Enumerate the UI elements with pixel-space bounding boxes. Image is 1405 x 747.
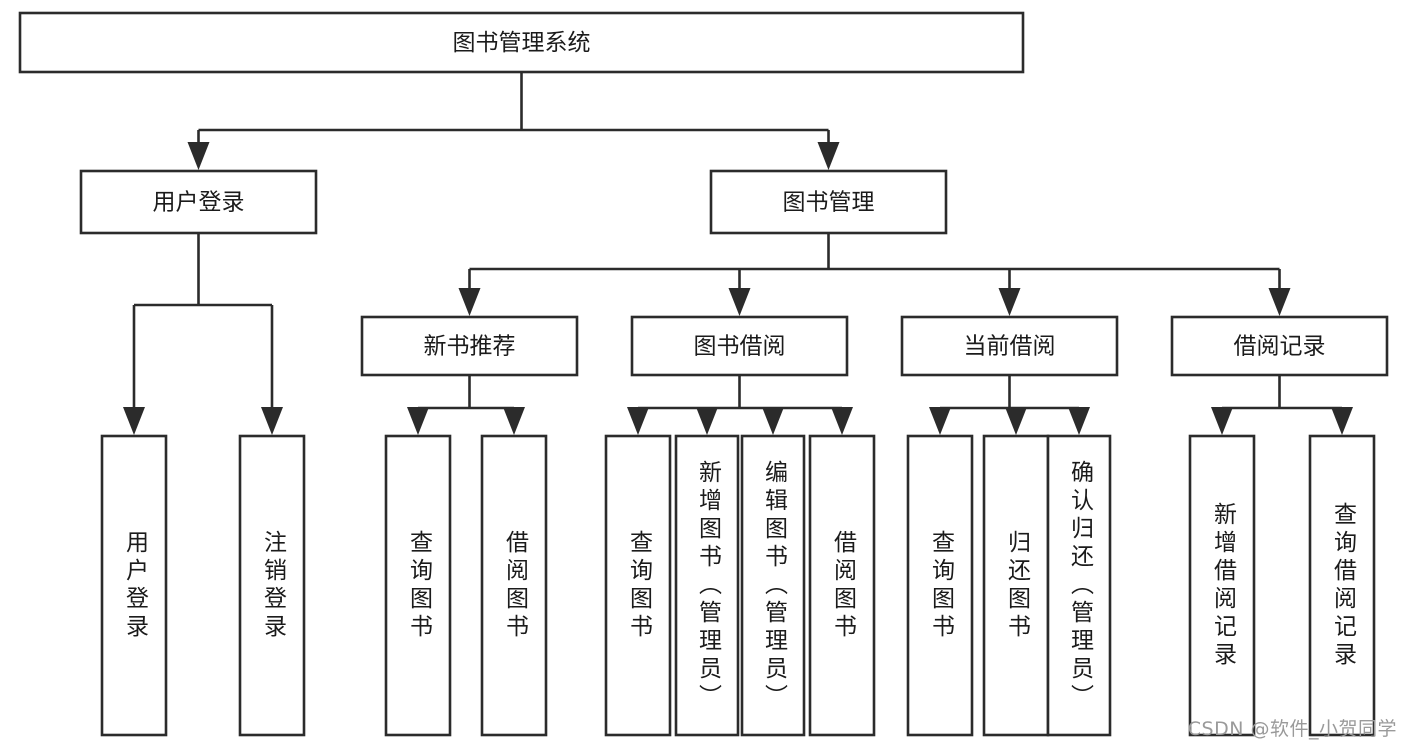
node-label-wrapper: 编辑图书（管理员）: [742, 436, 804, 735]
node-label: 查询借阅记录: [1329, 501, 1356, 670]
node-label: 查询图书: [405, 529, 432, 642]
node-box: [982, 434, 1050, 737]
node-box: [630, 315, 849, 377]
node-box: [238, 434, 306, 737]
node-box: [808, 434, 876, 737]
node-label-vertical: 查询图书: [386, 436, 450, 735]
node-label: 查询图书: [927, 529, 954, 642]
node-box: [1308, 434, 1376, 737]
node-box: [79, 169, 318, 235]
node-leaf-query-book-1[interactable]: 查询图书: [384, 434, 452, 737]
node-label-vertical: 编辑图书（管理员）: [742, 436, 804, 735]
node-label: 归还图书: [1003, 529, 1030, 642]
node-box: [740, 434, 806, 737]
connector-layer: [123, 72, 1353, 435]
node-label-wrapper: 查询图书: [908, 436, 972, 735]
node-box: [100, 434, 168, 737]
node-box: [900, 315, 1119, 377]
node-label-vertical: 查询图书: [606, 436, 670, 735]
node-label: 图书借阅: [694, 334, 786, 360]
node-label-vertical: 借阅图书: [482, 436, 546, 735]
node-label-vertical: 新增借阅记录: [1190, 436, 1254, 735]
node-box: [674, 434, 740, 737]
node-label: 借阅记录: [1234, 334, 1326, 360]
node-leaf-query-book-3[interactable]: 查询图书: [906, 434, 974, 737]
node-leaf-user-login[interactable]: 用户登录: [100, 434, 168, 737]
node-label-wrapper: 归还图书: [984, 436, 1048, 735]
node-leaf-borrow-book-1[interactable]: 借阅图书: [480, 434, 548, 737]
node-label-vertical: 用户登录: [102, 436, 166, 735]
node-box: [1170, 315, 1389, 377]
node-label-vertical: 新增图书（管理员）: [676, 436, 738, 735]
node-leaf-query-book-2[interactable]: 查询图书: [604, 434, 672, 737]
node-leaf-add-book[interactable]: 新增图书（管理员）: [674, 434, 740, 737]
node-box: [906, 434, 974, 737]
node-box: [360, 315, 579, 377]
node-label-wrapper: 查询借阅记录: [1310, 436, 1374, 735]
node-label: 编辑图书（管理员）: [760, 459, 787, 712]
node-box: [709, 169, 948, 235]
node-book-manage[interactable]: 图书管理: [709, 169, 948, 235]
node-leaf-confirm-return[interactable]: 确认归还（管理员）: [1046, 434, 1112, 737]
node-label-vertical: 查询图书: [908, 436, 972, 735]
node-box: [1188, 434, 1256, 737]
node-label-wrapper: 查询图书: [386, 436, 450, 735]
node-label-vertical: 确认归还（管理员）: [1048, 436, 1110, 735]
node-label: 注销登录: [259, 529, 286, 642]
node-label-wrapper: 新增借阅记录: [1190, 436, 1254, 735]
node-root[interactable]: 图书管理系统: [18, 11, 1025, 74]
node-label-wrapper: 借阅图书: [810, 436, 874, 735]
node-label: 查询图书: [625, 529, 652, 642]
node-label-wrapper: 注销登录: [240, 436, 304, 735]
node-new-book-rec[interactable]: 新书推荐: [360, 315, 579, 377]
node-label: 当前借阅: [964, 334, 1056, 360]
node-label: 借阅图书: [829, 529, 856, 642]
node-box: [480, 434, 548, 737]
node-label: 新增图书（管理员）: [694, 459, 721, 712]
node-label: 图书管理: [783, 190, 875, 216]
node-current-borrow[interactable]: 当前借阅: [900, 315, 1119, 377]
node-label: 新书推荐: [424, 334, 516, 360]
node-label-vertical: 注销登录: [240, 436, 304, 735]
node-label: 用户登录: [153, 190, 245, 216]
node-leaf-user-logout[interactable]: 注销登录: [238, 434, 306, 737]
node-box: [18, 11, 1025, 74]
node-label: 用户登录: [121, 529, 148, 642]
node-label-wrapper: 确认归还（管理员）: [1048, 436, 1110, 735]
node-box: [1046, 434, 1112, 737]
node-label-wrapper: 查询图书: [606, 436, 670, 735]
node-label: 确认归还（管理员）: [1066, 459, 1093, 712]
node-user-login[interactable]: 用户登录: [79, 169, 318, 235]
node-label-vertical: 借阅图书: [810, 436, 874, 735]
node-book-borrow[interactable]: 图书借阅: [630, 315, 849, 377]
node-label: 图书管理系统: [453, 30, 591, 56]
node-label: 借阅图书: [501, 529, 528, 642]
node-label: 新增借阅记录: [1209, 501, 1236, 670]
node-box: [384, 434, 452, 737]
node-leaf-edit-book[interactable]: 编辑图书（管理员）: [740, 434, 806, 737]
node-leaf-borrow-book-2[interactable]: 借阅图书: [808, 434, 876, 737]
node-leaf-query-record[interactable]: 查询借阅记录: [1308, 434, 1376, 737]
node-label-vertical: 查询借阅记录: [1310, 436, 1374, 735]
node-label-wrapper: 新增图书（管理员）: [676, 436, 738, 735]
node-borrow-record[interactable]: 借阅记录: [1170, 315, 1389, 377]
node-leaf-return-book[interactable]: 归还图书: [982, 434, 1050, 737]
node-label-wrapper: 借阅图书: [482, 436, 546, 735]
node-leaf-add-record[interactable]: 新增借阅记录: [1188, 434, 1256, 737]
node-label-wrapper: 用户登录: [102, 436, 166, 735]
node-label-vertical: 归还图书: [984, 436, 1048, 735]
node-layer: 图书管理系统用户登录图书管理新书推荐图书借阅当前借阅借阅记录用户登录注销登录查询…: [18, 11, 1389, 737]
node-box: [604, 434, 672, 737]
